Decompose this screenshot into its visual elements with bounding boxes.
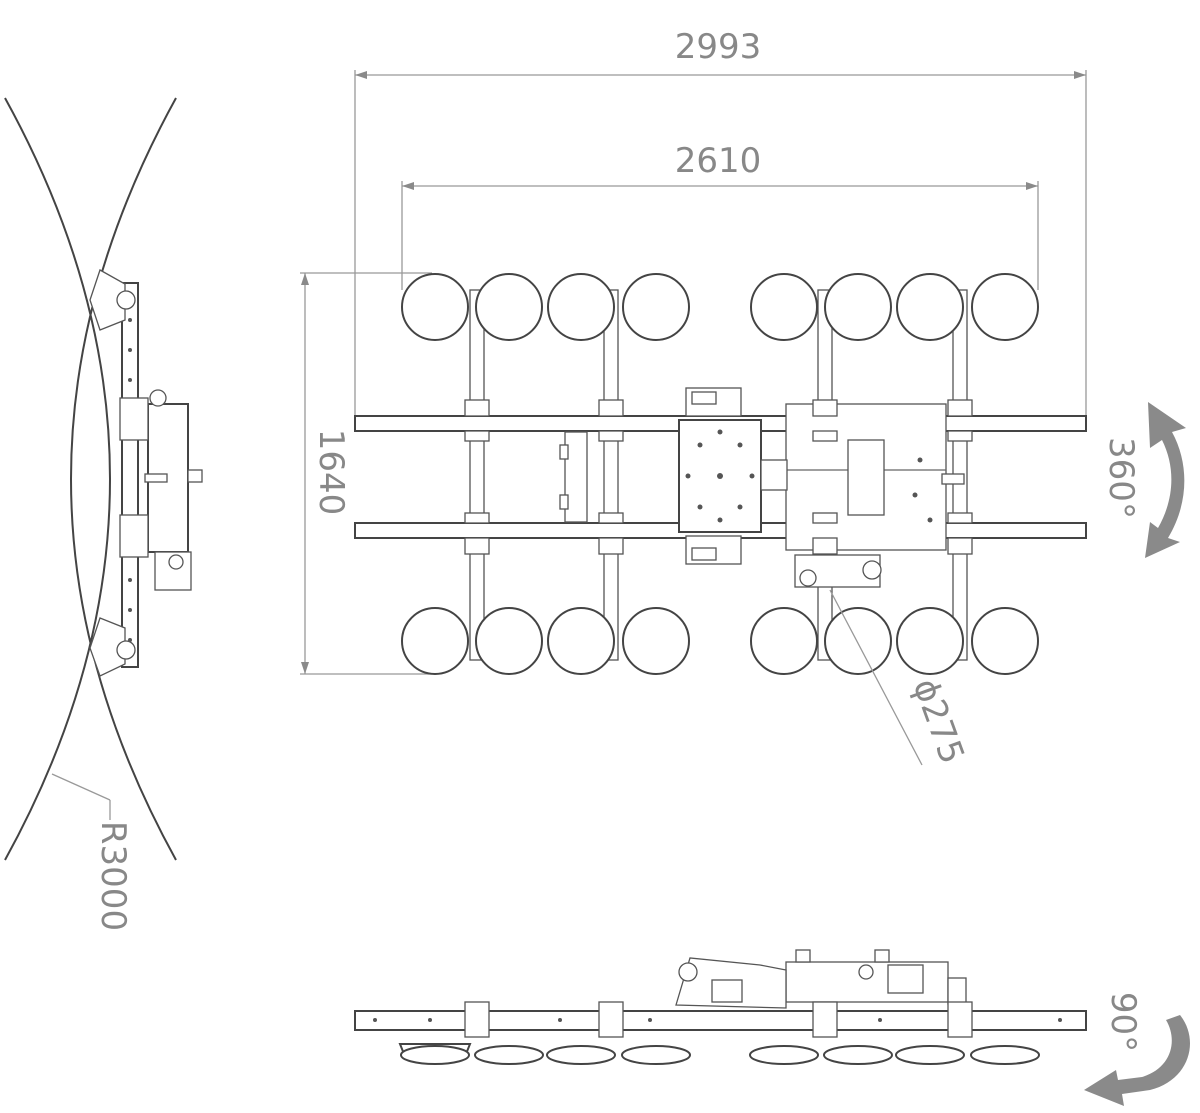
dimension-height: 1640 xyxy=(300,272,432,675)
curve-radius-label: R3000 xyxy=(93,821,133,931)
beam-clamps xyxy=(464,399,973,555)
pad-diameter-label: ϕ275 xyxy=(905,673,972,769)
tilt-arrow-icon xyxy=(1084,1015,1190,1106)
rotation-360-indicator: 360° xyxy=(1101,402,1186,558)
top-view: 2993 2610 1640 xyxy=(300,27,1186,769)
curved-arrow-icon xyxy=(1145,402,1186,558)
suction-pads-bottom-row xyxy=(401,607,1039,675)
left-crossbars xyxy=(559,431,588,523)
side-view: R3000 xyxy=(4,97,203,931)
right-frame xyxy=(785,403,965,588)
dimension-pad-span: 2610 xyxy=(401,141,1039,290)
rotation-360-label: 360° xyxy=(1101,437,1141,519)
height-label: 1640 xyxy=(311,429,351,516)
pad-span-label: 2610 xyxy=(675,141,762,181)
central-rotator xyxy=(678,387,788,565)
suction-pads-top-row xyxy=(401,273,1039,341)
dimension-overall-length: 2993 xyxy=(354,27,1087,418)
front-view: 90° xyxy=(354,949,1190,1106)
overall-length-label: 2993 xyxy=(675,27,762,67)
tilt-angle-label: 90° xyxy=(1103,992,1143,1052)
